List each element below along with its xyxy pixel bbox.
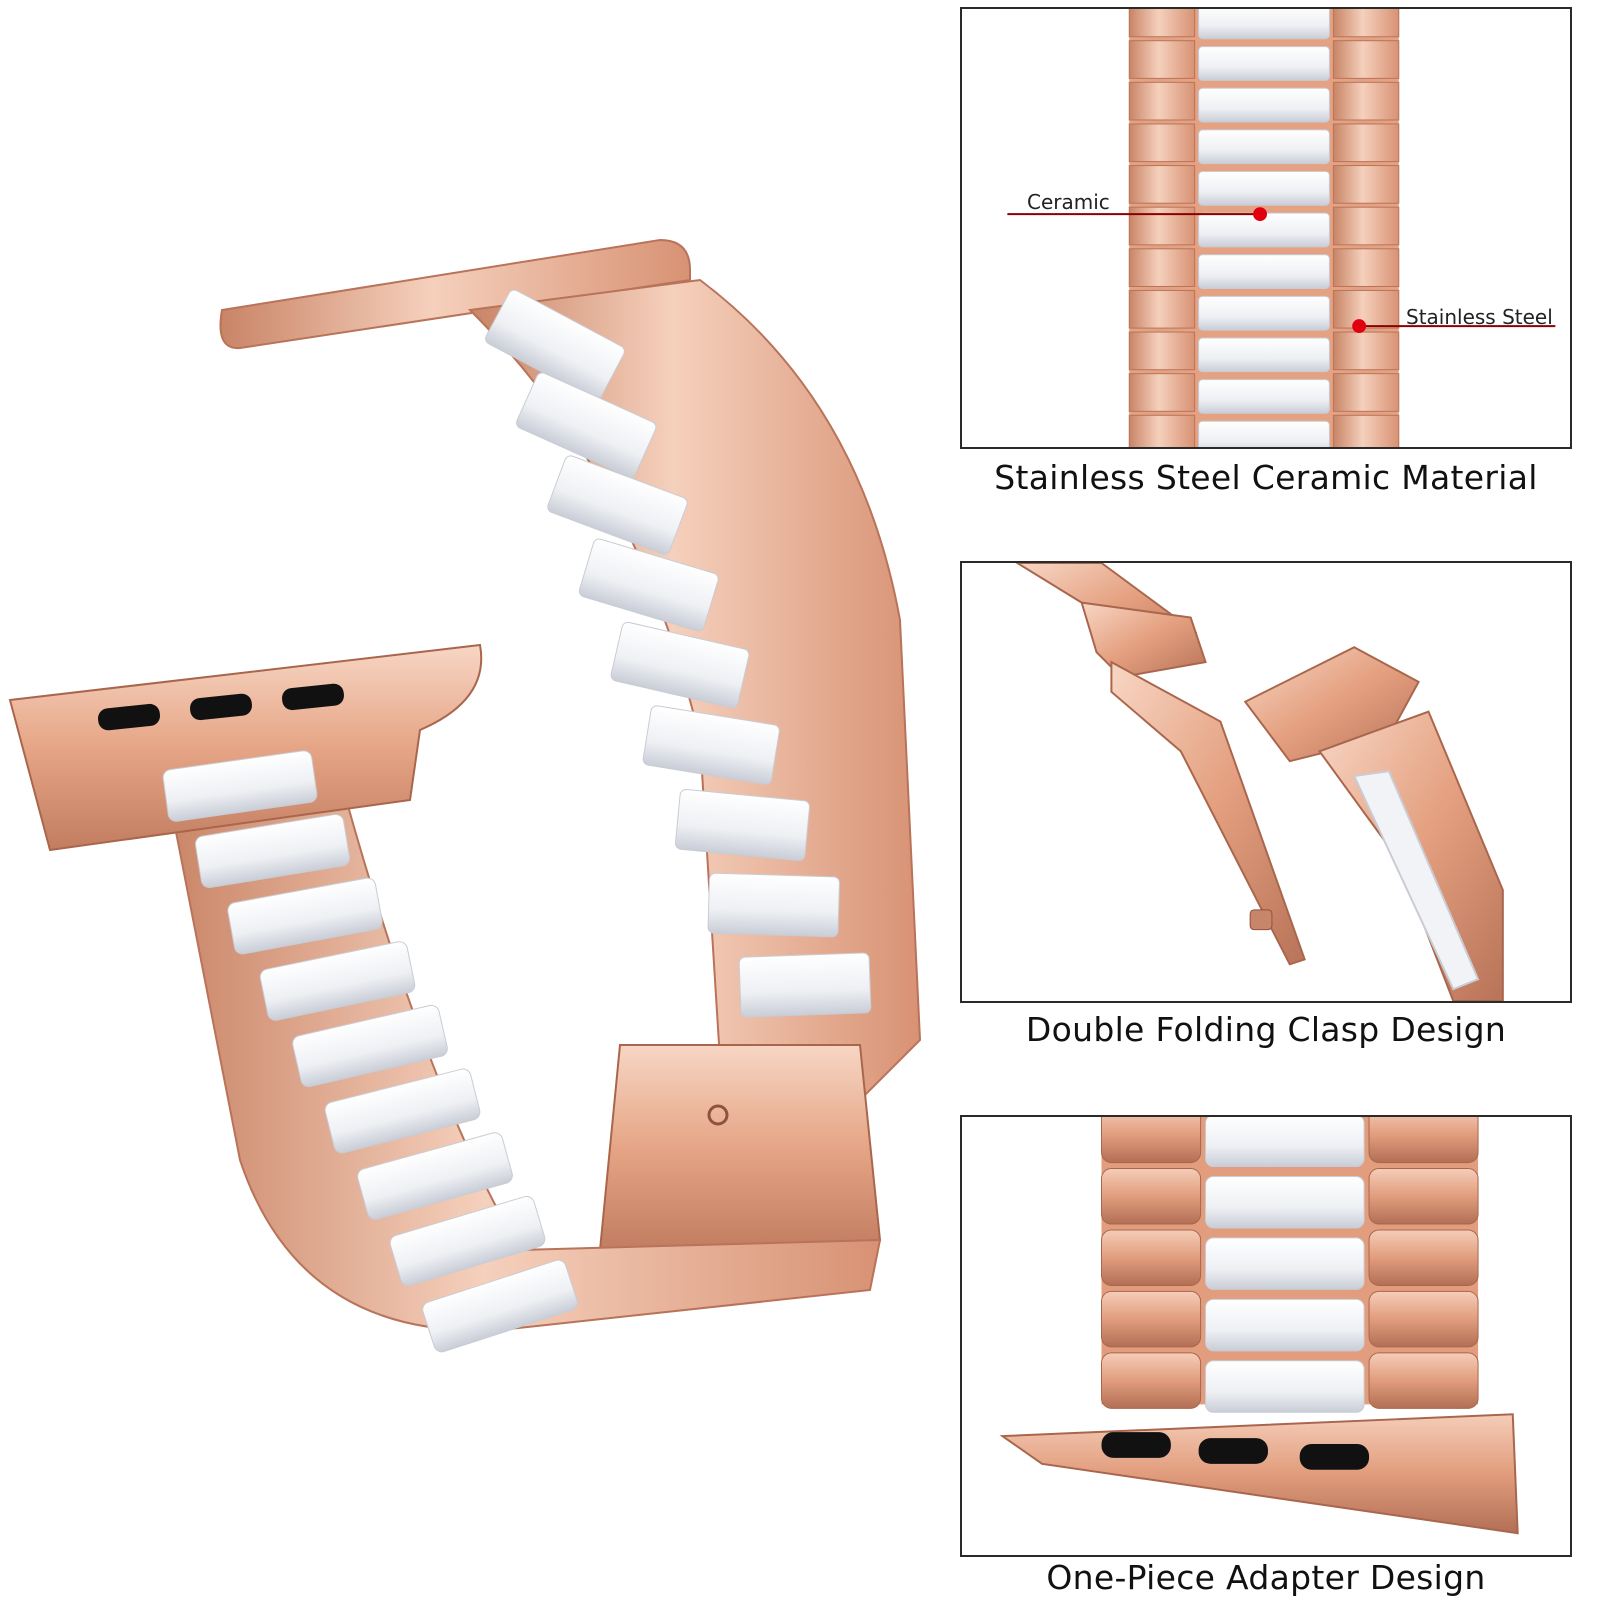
adapter-closeup-image (999, 1117, 1519, 1535)
caption-material: Stainless Steel Ceramic Material (994, 458, 1538, 497)
caption-clasp: Double Folding Clasp Design (1025, 1010, 1507, 1049)
caption-adapter: One-Piece Adapter Design (1046, 1558, 1486, 1597)
adapter-slot-icon (1299, 1444, 1370, 1470)
label-ceramic: Ceramic (1027, 190, 1110, 214)
adapter-slots (98, 683, 344, 731)
red-marker-dot-icon (1253, 207, 1267, 222)
adapter-slot-icon (1101, 1432, 1171, 1458)
adapter-slot-icon (1198, 1438, 1268, 1464)
panel-adapter (960, 1115, 1572, 1557)
label-stainless-steel: Stainless Steel (1406, 305, 1553, 329)
panel-clasp (960, 561, 1572, 1003)
main-band-image (8, 238, 922, 1353)
clasp-closeup-image (1015, 563, 1504, 1001)
panel-material (960, 7, 1572, 449)
material-closeup-image (1007, 9, 1556, 447)
red-marker-dot-icon (1352, 319, 1367, 334)
